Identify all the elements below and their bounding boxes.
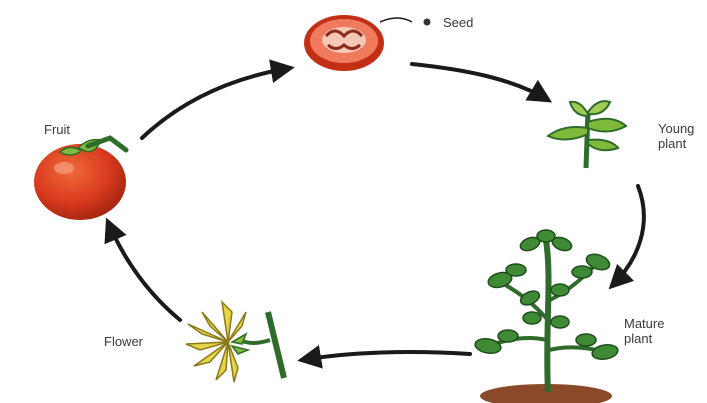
- mature-plant-label: Mature plant: [624, 316, 664, 346]
- cycle-arrows: [108, 64, 644, 360]
- seed-label: Seed: [443, 15, 473, 30]
- arrow-fruit-to-seed: [142, 68, 290, 138]
- young-plant-label-line2: plant: [658, 136, 694, 151]
- mature-plant-label-line1: Mature: [624, 316, 664, 331]
- young-plant-illustration: [548, 101, 626, 168]
- fruit-label: Fruit: [44, 122, 70, 137]
- flower-label: Flower: [104, 334, 143, 349]
- arrow-seed-to-young-plant: [412, 64, 548, 100]
- young-plant-label: Young plant: [658, 121, 694, 151]
- whole-tomato-fruit-illustration: [34, 138, 126, 220]
- young-plant-label-line1: Young: [658, 121, 694, 136]
- arrow-flower-to-fruit: [108, 222, 180, 320]
- arrow-young-plant-to-mature-plant: [612, 186, 644, 286]
- arrow-mature-plant-to-flower: [302, 352, 470, 360]
- mature-plant-illustration: [474, 230, 619, 403]
- mature-plant-label-line2: plant: [624, 331, 664, 346]
- flower-illustration: [186, 302, 284, 382]
